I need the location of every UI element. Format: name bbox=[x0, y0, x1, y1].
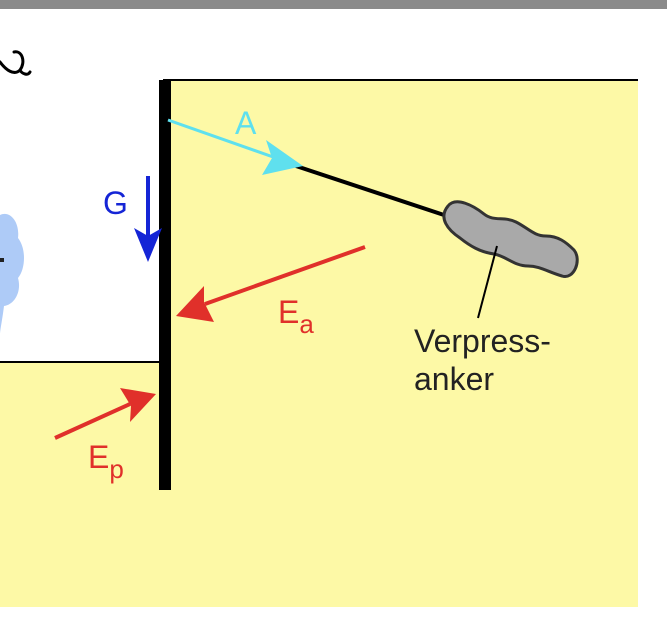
label-active-pressure: Ea bbox=[278, 294, 314, 339]
cloud-mark bbox=[0, 258, 4, 262]
anchor-force-arrow bbox=[167, 118, 277, 160]
label-active-sub: a bbox=[299, 309, 314, 339]
label-leader-line bbox=[477, 245, 498, 319]
label-passive-pressure: Ep bbox=[88, 439, 124, 484]
top-bar bbox=[0, 0, 667, 9]
label-anchor-line2: anker bbox=[414, 361, 494, 397]
label-passive-sub: p bbox=[109, 454, 123, 484]
cloud-shape bbox=[0, 213, 24, 335]
label-active-main: E bbox=[278, 294, 299, 330]
active-pressure-arrowhead bbox=[176, 286, 214, 322]
label-anchor-force: A bbox=[235, 105, 257, 141]
soil-retained bbox=[163, 80, 638, 607]
grout-body bbox=[442, 200, 579, 278]
retaining-wall bbox=[159, 80, 171, 490]
passive-pressure-arrowhead bbox=[120, 388, 156, 422]
anchor-arrowhead bbox=[262, 140, 303, 175]
weight-arrowhead bbox=[134, 228, 162, 262]
label-weight: G bbox=[103, 185, 128, 221]
label-passive-main: E bbox=[88, 439, 109, 475]
label-anchor-line1: Verpress- bbox=[414, 323, 551, 359]
anchor-tendon bbox=[295, 164, 448, 218]
partial-script-glyph bbox=[0, 50, 32, 76]
active-pressure-arrow bbox=[204, 245, 366, 306]
passive-pressure-arrow bbox=[54, 402, 131, 440]
